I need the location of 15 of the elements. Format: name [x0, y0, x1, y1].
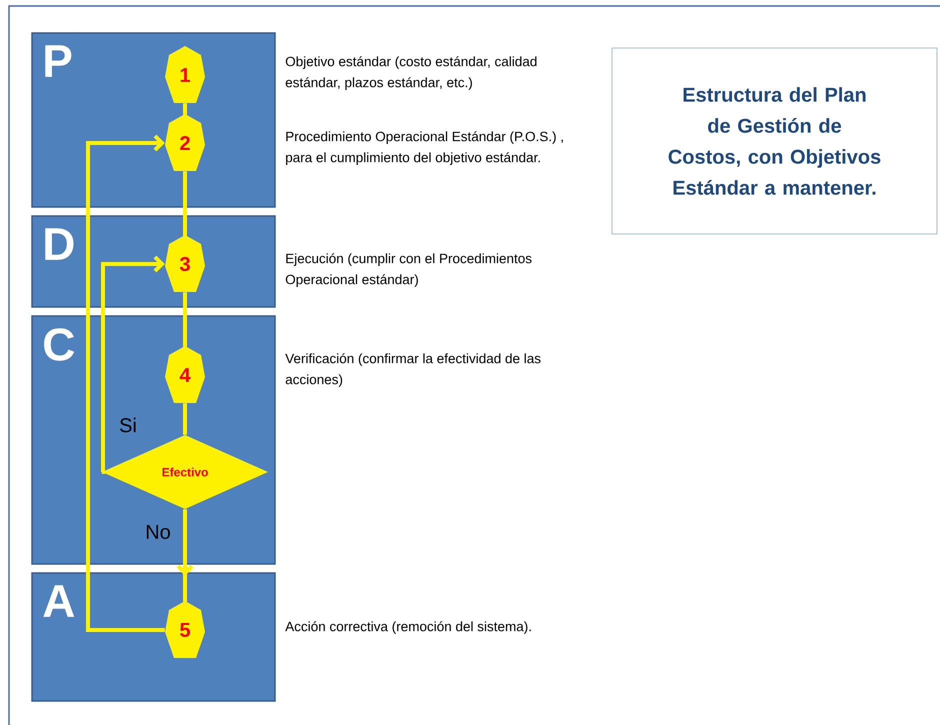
step-description: Procedimiento Operacional Estándar (P.O.S.) , para el cumplimiento del objetivo estándar.	[286, 131, 563, 165]
step-description: Ejecución (cumplir con el Procedimientos Operacional estándar)	[286, 253, 532, 287]
step-description: Objetivo estándar (costo estándar, calidad estándar, plazos estándar, etc.)	[286, 56, 536, 90]
step-heptagon: 2	[165, 114, 205, 171]
step-description: Acción correctiva (remoción del sistema).	[285, 621, 531, 634]
title-box: Estructura del Plan de Gestión de Costos, con Objetivos Estándar a mantener.	[612, 48, 938, 234]
connector-arrow	[100, 256, 165, 474]
connector-arrow	[86, 134, 165, 632]
step-heptagon: 4	[165, 346, 205, 403]
step-heptagon: 3	[165, 235, 205, 292]
step-heptagon: 5	[165, 601, 205, 658]
edge-label: No	[146, 525, 170, 539]
edge-label: Si	[120, 418, 136, 432]
step-heptagon: 1	[165, 46, 205, 103]
step-description: Verificación (confirmar la efectividad de las acciones)	[285, 353, 541, 387]
